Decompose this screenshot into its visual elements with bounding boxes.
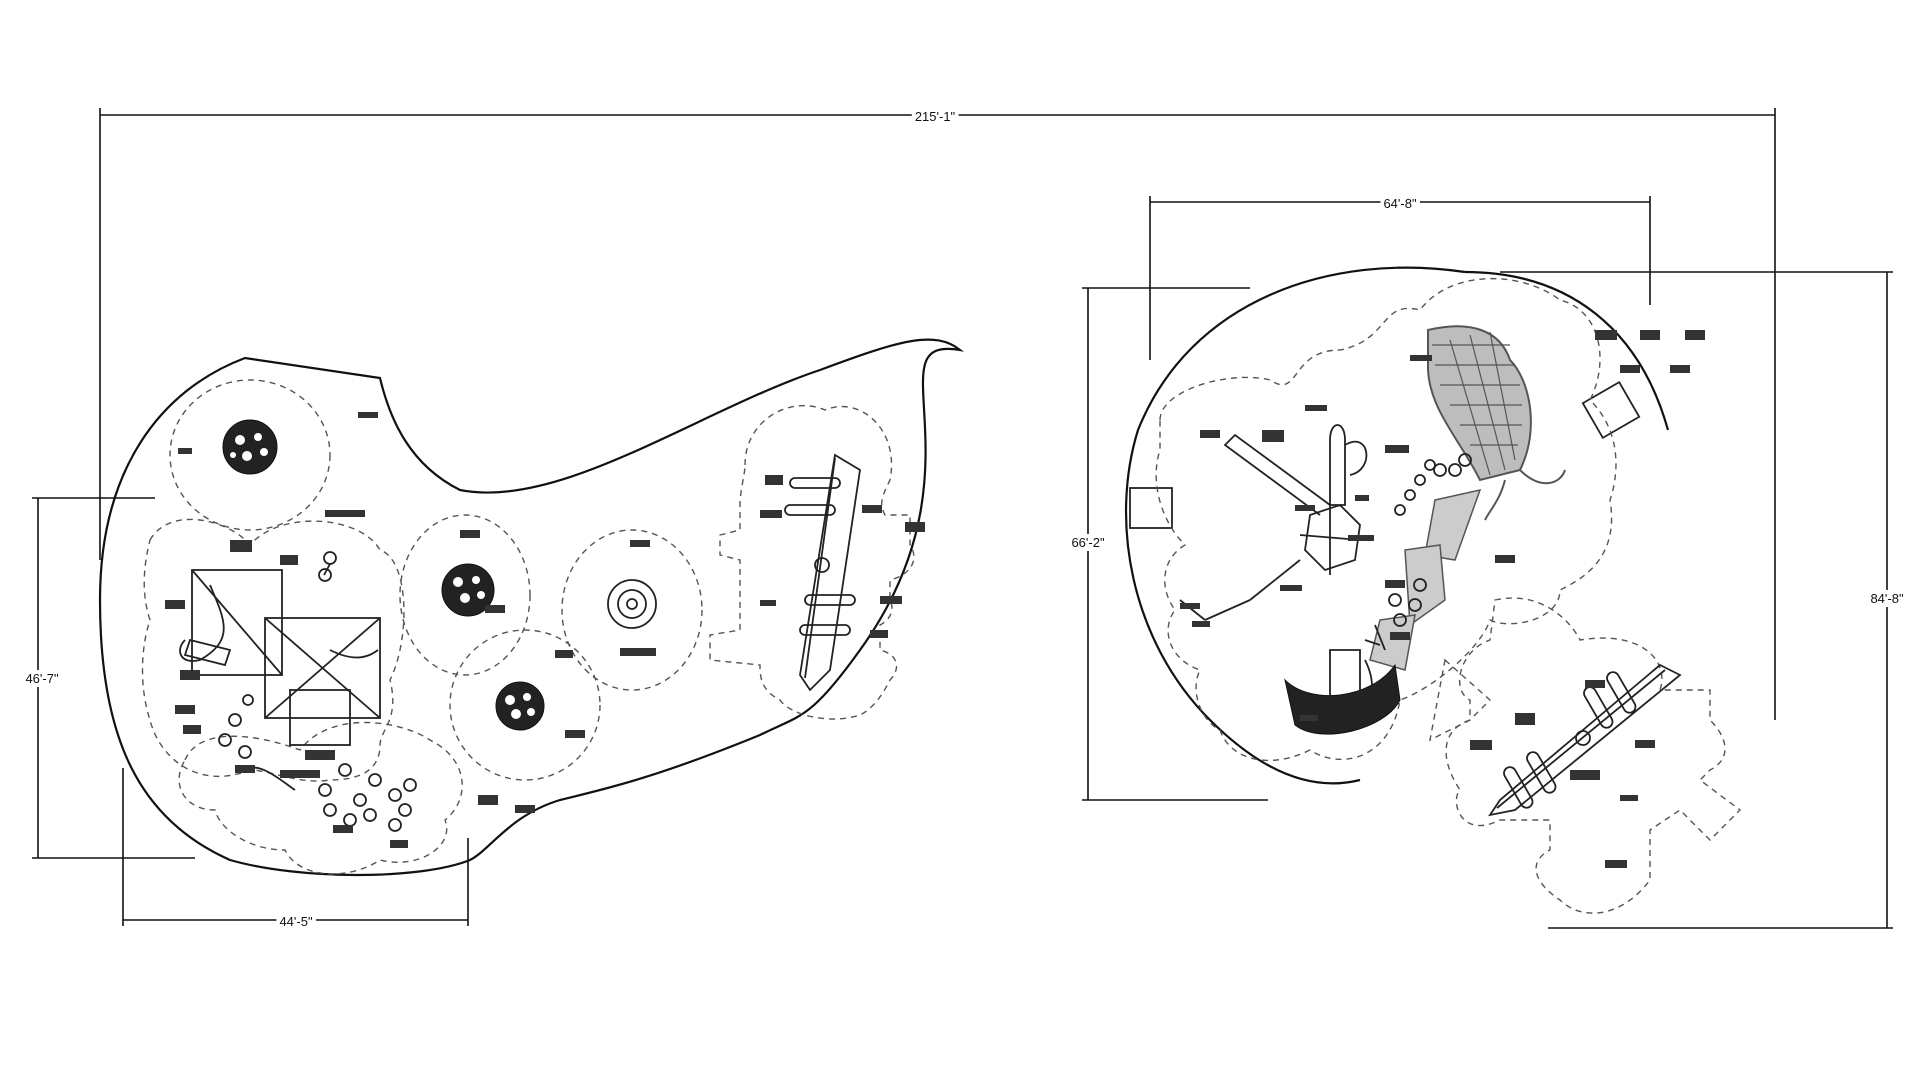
- dimension-label-backdrop: [1068, 534, 1108, 551]
- dimension-left-height: 46'-7": [22, 497, 195, 859]
- right-play-structure: [1179, 424, 1368, 621]
- dimension-right-height-outer: 84'-8": [1500, 271, 1907, 929]
- left-dome-climber-3: [495, 681, 545, 731]
- right-stepping-posts: [1388, 453, 1472, 627]
- left-callout-notes: [165, 412, 925, 848]
- right-callout-notes: [1180, 330, 1705, 868]
- right-climbing-nets: [1369, 488, 1482, 671]
- dimension-right-height-inner: 66'-2": [1068, 287, 1268, 801]
- right-height-outer-label: 84'-8": [1870, 591, 1904, 606]
- right-box-east: [1581, 380, 1641, 440]
- left-spring-riders: [218, 551, 417, 832]
- dimension-right-width: 64'-8": [1149, 195, 1651, 360]
- right-ship-climber: [1427, 325, 1566, 521]
- dimension-label-backdrop: [22, 670, 62, 687]
- dimension-label-backdrop: [1380, 195, 1420, 212]
- dimension-label-backdrop: [911, 108, 959, 125]
- right-zones: [1155, 278, 1742, 914]
- left-spinner: [607, 579, 657, 629]
- left-site-boundary: [98, 338, 964, 877]
- right-site-boundary-east: [1464, 270, 1670, 431]
- right-height-inner-label: 66'-2": [1071, 535, 1105, 550]
- left-width-label: 44'-5": [279, 914, 313, 929]
- right-box-west: [1129, 487, 1173, 529]
- dimension-overall-width: 215'-1": [99, 108, 1776, 720]
- left-seesaw: [784, 453, 861, 692]
- dimension-label-backdrop: [1867, 590, 1907, 607]
- dimension-label-backdrop: [276, 913, 316, 930]
- right-site-boundary: [1124, 266, 1466, 785]
- right-width-label: 64'-8": [1383, 196, 1417, 211]
- left-dome-climber-2: [441, 563, 495, 617]
- left-zones: [141, 379, 915, 875]
- left-play-structure: [179, 569, 381, 791]
- overall-width-label: 215'-1": [915, 109, 956, 124]
- dimension-left-width: 44'-5": [122, 768, 469, 930]
- left-dome-climber-1: [222, 419, 278, 475]
- left-height-label: 46'-7": [25, 671, 59, 686]
